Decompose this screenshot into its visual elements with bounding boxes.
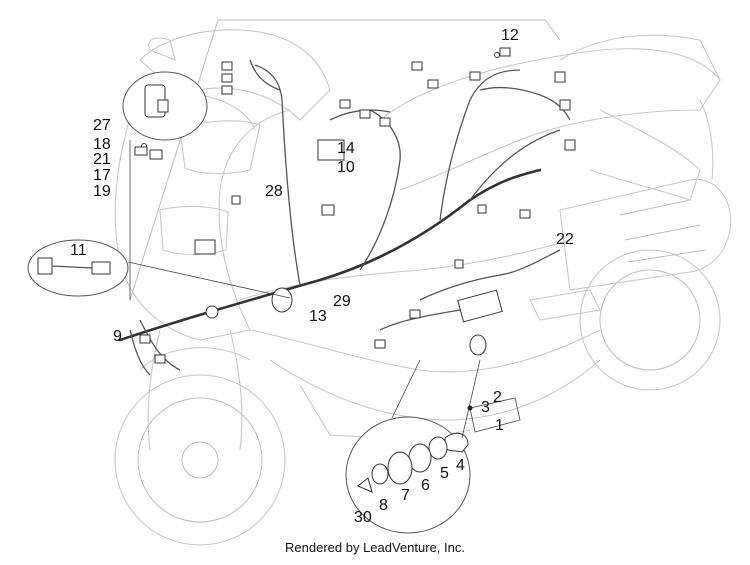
callout-22: 22 [556,231,574,248]
callout-11: 11 [70,242,87,259]
callout-18: 18 [93,136,111,153]
callout-labels: 12 27 18 21 17 19 14 10 28 22 11 13 29 9… [70,27,574,526]
callout-28: 28 [265,183,283,200]
callout-6: 6 [421,477,430,494]
callout-3: 3 [481,399,490,416]
callout-19: 19 [93,183,111,200]
callout-12: 12 [501,27,519,44]
callout-5: 5 [440,465,449,482]
wiring-harness [118,47,576,376]
inset-connector-11 [27,239,291,299]
callout-17: 17 [93,167,111,184]
callout-9: 9 [113,328,122,345]
callout-13: 13 [309,308,327,325]
callout-7: 7 [401,487,410,504]
callout-10: 10 [337,159,355,176]
inset-grommets [345,359,481,534]
callout-8: 8 [379,497,388,514]
callout-27: 27 [93,117,111,134]
callout-21: 21 [93,151,111,168]
scooter-outline [114,19,732,546]
callout-4: 4 [456,457,465,474]
callout-14: 14 [337,140,355,157]
callout-1: 1 [495,417,504,434]
footer-credit: Rendered by LeadVenture, Inc. [285,540,465,555]
inset-switch-detail [122,71,208,300]
callout-2: 2 [493,389,502,406]
callout-30: 30 [354,509,372,526]
callout-29: 29 [333,293,351,310]
leader-bracket-1 [467,397,521,433]
